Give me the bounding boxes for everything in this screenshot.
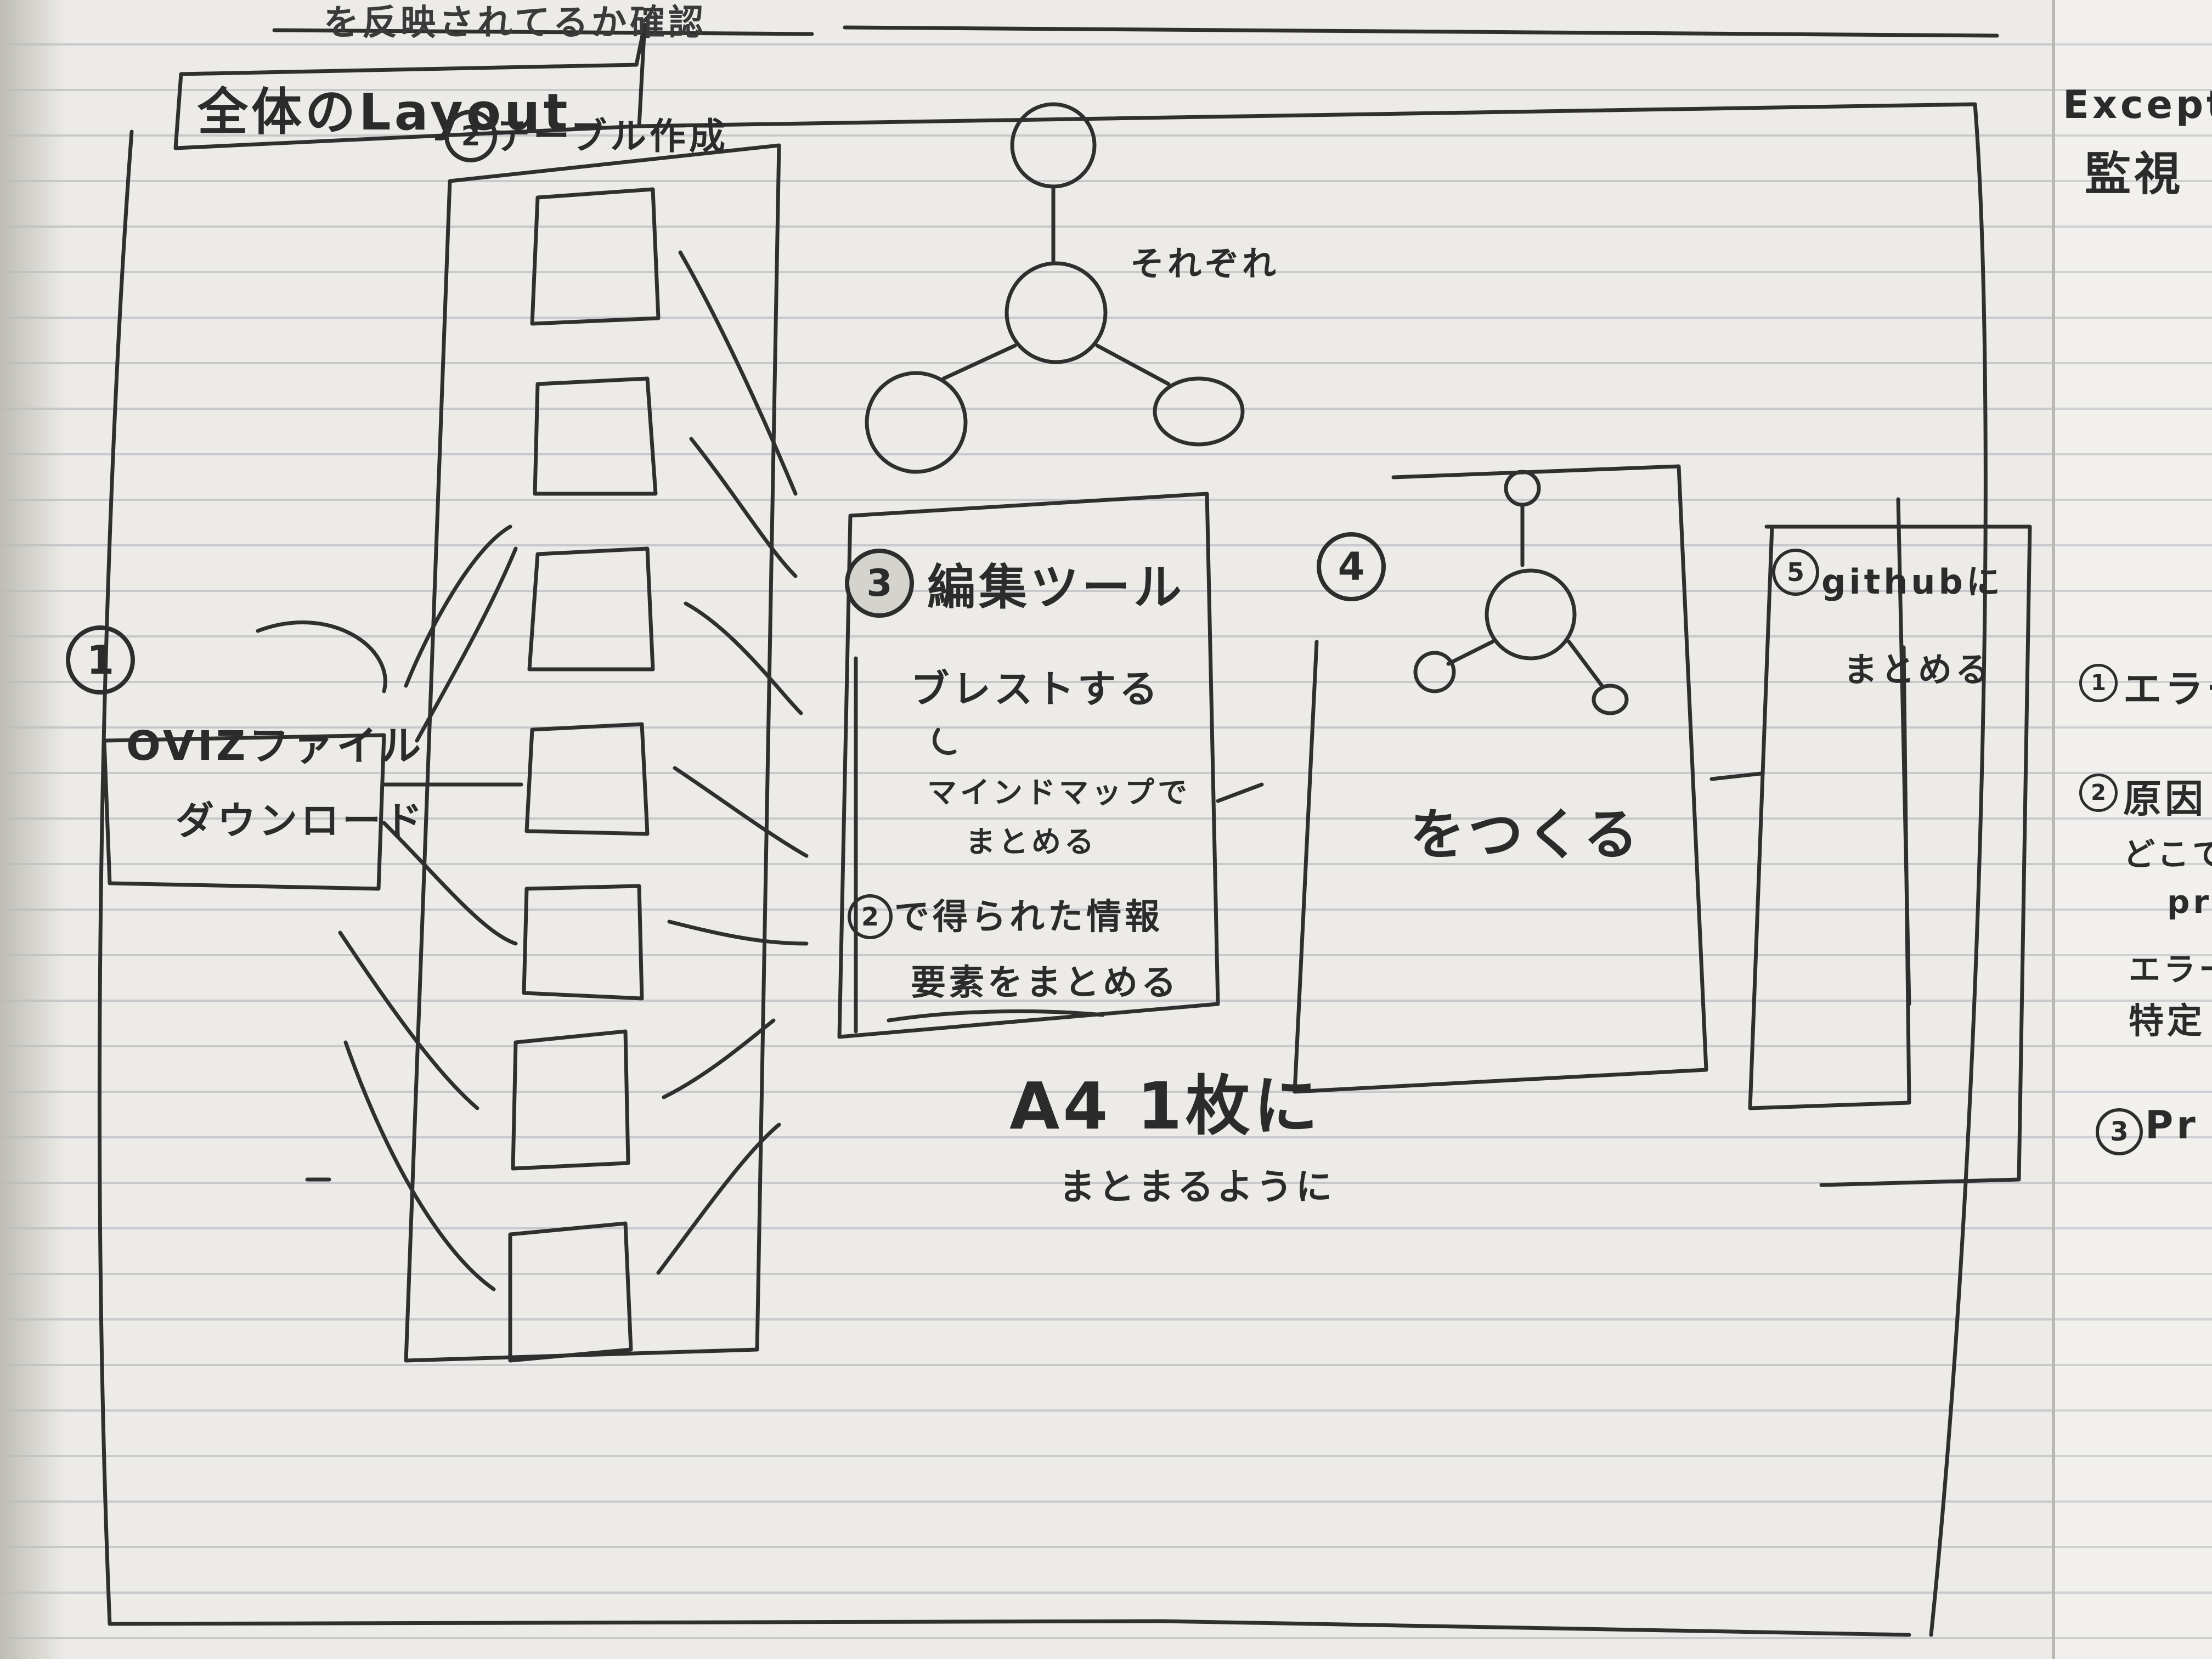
right-item-1-number: 1 [2079,664,2118,702]
step3-sub-number: 2 [848,894,893,939]
header-underline [272,28,814,36]
step3-number: 3 [845,549,914,618]
title-box-frame [173,22,647,150]
page-top-line [843,25,1999,38]
outer-frame-top-right [637,102,1988,1637]
a4-note-line2: まとまるように [1059,1166,1335,1208]
tree-node-middle [1005,261,1108,364]
step3-line-d: で得られた情報 [894,897,1163,938]
arrow-3-to-4 [1216,782,1264,803]
notebook-page-right [2052,0,2212,1659]
right-item-7-text: Pr [2145,1103,2199,1148]
right-page-top: Exception [2063,82,2212,127]
tree-node-left [865,371,968,474]
notebook-binding-shadow [0,0,66,1659]
right-item-5-text: エラー [2129,951,2212,988]
table-square-2 [533,376,658,496]
step2-number: 2 [444,110,497,162]
step4-number: 4 [1317,532,1386,601]
step5-number: 5 [1772,549,1819,596]
stroke-l1 [256,620,387,693]
right-item-1-text: エラー [2123,667,2212,712]
right-page-top2: 監視 [2085,147,2184,201]
right-item-7-number: 3 [2096,1108,2143,1155]
header-scribble-text: を反映されてるか確認 [324,3,707,43]
right-item-2-text: 原因 [2123,776,2207,821]
tree4-top [1504,470,1541,507]
tree-node-right [1153,376,1245,447]
table-square-5 [522,884,644,1001]
arrow-4-to-5 [1709,771,1763,781]
table-square-6 [511,1029,630,1171]
right-item-6-text: 特定 [2129,1001,2205,1042]
step2-column [404,143,781,1363]
step4-label: をつくる [1410,803,1641,867]
step4-box [1293,464,1708,1094]
step3-line-c: まとめる [966,825,1097,859]
outer-frame-left-bottom [97,129,1911,1637]
step3-box [837,492,1220,1039]
step5-box [1764,524,2032,1187]
step1-number: 1 [66,625,135,695]
step3-line-b: マインドマップで [927,775,1190,810]
right-item-4-text: pri [2167,883,2212,921]
table-square-7 [508,1221,633,1363]
tree-node-top [1010,102,1097,189]
right-item-2-number: 2 [2079,774,2118,812]
step1-line1: OVIZファイル [126,723,425,770]
tree4-left [1413,651,1456,693]
tree-top-label: それぞれ [1130,244,1280,284]
step3-title: 編集ツール [927,559,1186,616]
table-square-3 [527,546,655,672]
step1-line2: ダウンロード [176,798,426,843]
step3-line-a: ブレストする [911,667,1161,712]
tree4-middle [1485,568,1577,661]
step5-line1: githubに [1821,562,2004,602]
step3-line-e: 要素をまとめる [911,963,1180,1003]
tree4-right [1592,684,1629,715]
title-box-label: 全体のLayout [198,83,571,142]
step1-box [102,733,386,891]
notebook-page-left [0,0,2052,1659]
step2-label: テーブル作成 [494,115,729,157]
right-item-3-text: どこで [2123,836,2212,873]
step5-line2: まとめる [1843,650,1993,690]
table-square-4 [524,722,650,836]
table-square-1 [530,187,661,326]
a4-note-line1: A4 1枚に [1009,1068,1322,1144]
